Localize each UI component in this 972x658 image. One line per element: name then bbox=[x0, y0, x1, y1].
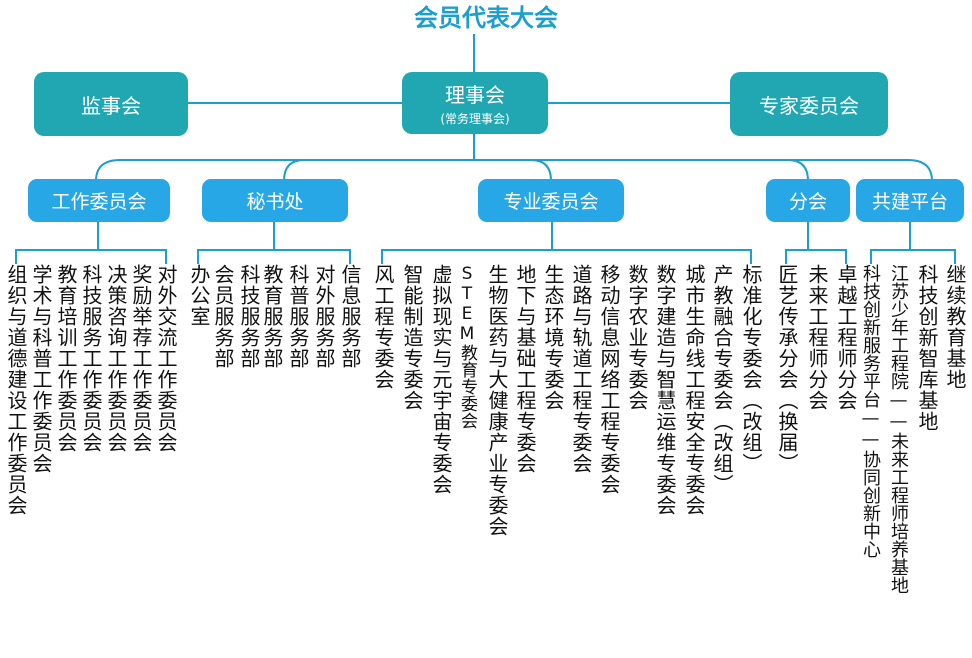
platform-item: 科技创新服务平台——协同创新中心 bbox=[860, 264, 881, 558]
work-committee-box: 工作委员会 bbox=[28, 179, 170, 222]
branch-item: 卓越工程师分会 bbox=[834, 264, 858, 411]
professional-item: 标准化专委会（改组） bbox=[739, 264, 763, 474]
experts-label: 专家委员会 bbox=[759, 93, 859, 118]
connector-to-branch bbox=[787, 159, 809, 182]
professional-item: 产教融合专委会（改组） bbox=[710, 264, 734, 495]
platform-item: 江苏少年工程院——未来工程师培养基地 bbox=[888, 264, 909, 594]
work-item: 组织与道德建设工作委员会 bbox=[4, 264, 28, 516]
platform-item: 继续教育基地 bbox=[943, 264, 967, 390]
secretariat-item: 科普服务部 bbox=[286, 264, 310, 369]
secretariat-item: 对外服务部 bbox=[312, 264, 336, 369]
bracket-work bbox=[15, 249, 167, 264]
work-item: 科技服务工作委员会 bbox=[79, 264, 103, 453]
supervisors-label: 监事会 bbox=[81, 93, 141, 118]
council-sub-label: (常务理事会) bbox=[440, 112, 510, 126]
branch-association-box: 分会 bbox=[766, 179, 850, 222]
co-platform-label: 共建平台 bbox=[871, 191, 948, 213]
professional-item: 地下与基础工程专委会 bbox=[513, 264, 537, 474]
professional-item: 城市生命线工程安全专委会 bbox=[682, 264, 706, 516]
secretariat-box: 秘书处 bbox=[202, 179, 348, 222]
platform-item: 科技创新智库基地 bbox=[915, 264, 939, 432]
secretariat-item: 办公室 bbox=[187, 264, 211, 327]
secretariat-item: 教育服务部 bbox=[260, 264, 284, 369]
professional-item: 移动信息网络工程专委会 bbox=[597, 264, 621, 495]
work-item: 奖励举荐工作委员会 bbox=[129, 264, 153, 453]
bracket-branch bbox=[785, 249, 847, 264]
professional-item: 生物医药与大健康产业专委会 bbox=[485, 264, 509, 537]
professional-item: 道路与轨道工程专委会 bbox=[569, 264, 593, 474]
bracket-secretariat bbox=[197, 249, 351, 264]
connector-distribution-bar bbox=[95, 159, 933, 182]
branch-item: 匠艺传承分会（换届） bbox=[775, 264, 799, 474]
co-platform-box: 共建平台 bbox=[856, 179, 964, 222]
supervisors-box: 监事会 bbox=[34, 72, 188, 136]
professional-item: 数字农业专委会 bbox=[625, 264, 649, 411]
professional-item: 虚拟现实与元宇宙专委会 bbox=[429, 264, 453, 495]
work-item: 学术与科普工作委员会 bbox=[29, 264, 53, 474]
secretariat-item: 科技服务部 bbox=[237, 264, 261, 369]
work-committee-label: 工作委员会 bbox=[51, 191, 147, 213]
professional-committee-label: 专业委员会 bbox=[503, 191, 599, 213]
bracket-platform bbox=[870, 249, 956, 264]
professional-item: 风工程专委会 bbox=[371, 264, 395, 390]
connector-to-professional bbox=[530, 159, 552, 182]
branch-association-label: 分会 bbox=[788, 191, 827, 213]
work-item: 决策咨询工作委员会 bbox=[104, 264, 128, 453]
bracket-professional bbox=[381, 249, 752, 264]
professional-item: 数字建造与智慧运维专委会 bbox=[653, 264, 677, 516]
professional-item: 生态环境专委会 bbox=[541, 264, 565, 411]
professional-item: STEM教育专委会 bbox=[457, 264, 477, 429]
secretariat-label: 秘书处 bbox=[246, 191, 304, 213]
secretariat-item: 会员服务部 bbox=[211, 264, 235, 369]
work-item: 教育培训工作委员会 bbox=[54, 264, 78, 453]
secretariat-item: 信息服务部 bbox=[338, 264, 362, 369]
professional-committee-box: 专业委员会 bbox=[478, 179, 624, 222]
experts-box: 专家委员会 bbox=[730, 72, 888, 136]
professional-item: 智能制造专委会 bbox=[400, 264, 424, 411]
page-title: 会员代表大会 bbox=[414, 4, 558, 32]
branch-item: 未来工程师分会 bbox=[805, 264, 829, 411]
council-box: 理事会 (常务理事会) bbox=[402, 72, 548, 134]
council-label: 理事会 bbox=[445, 83, 505, 107]
connector-to-secretariat bbox=[283, 159, 305, 182]
work-item: 对外交流工作委员会 bbox=[154, 264, 178, 453]
